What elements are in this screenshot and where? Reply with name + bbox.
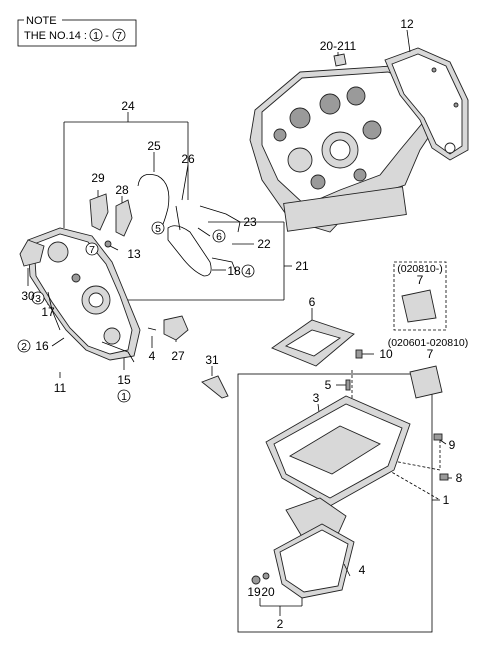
callout-7-lower: 7 <box>427 347 434 361</box>
callout-5: 5 <box>325 378 332 392</box>
circled-3: 3 <box>35 293 41 305</box>
callout-23: 23 <box>243 215 257 229</box>
timing-chain-illustration <box>137 173 241 277</box>
note-range-start: 1 <box>93 30 99 42</box>
circled-1: 1 <box>121 391 127 403</box>
callout-4-pan: 4 <box>359 563 366 577</box>
callout-3: 3 <box>313 391 320 405</box>
callout-12: 12 <box>400 17 414 31</box>
callout-4-cover: 4 <box>149 349 156 363</box>
callout-2: 2 <box>277 617 284 631</box>
callout-29: 29 <box>91 171 105 185</box>
date-label-020810: (020810-) <box>397 263 443 275</box>
callout-20-211: 20-211 <box>320 39 357 53</box>
callout-1: 1 <box>443 493 450 507</box>
leader-lines <box>27 29 452 633</box>
callout-11: 11 <box>54 381 67 395</box>
circled-6: 6 <box>216 231 222 243</box>
callout-25: 25 <box>147 139 161 153</box>
timing-cover-illustration <box>19 193 189 363</box>
callout-15: 15 <box>117 373 131 387</box>
circled-markers: 7 3 2 1 5 6 4 <box>17 221 255 403</box>
callout-28: 28 <box>115 183 129 197</box>
upper-oil-pan-illustration <box>265 395 411 507</box>
callout-7-upper: 7 <box>417 273 424 287</box>
callout-24: 24 <box>121 99 135 113</box>
oil-strainer-illustration <box>401 289 443 399</box>
engine-block-illustration <box>249 47 469 233</box>
callout-22: 22 <box>257 237 271 251</box>
oil-baffle-illustration <box>271 319 355 367</box>
callout-20: 20 <box>261 585 275 599</box>
callout-10: 10 <box>379 347 393 361</box>
callout-13: 13 <box>127 247 141 261</box>
callout-9: 9 <box>449 438 456 452</box>
callout-27: 27 <box>171 349 185 363</box>
callout-8: 8 <box>456 471 463 485</box>
callout-18: 18 <box>227 264 241 278</box>
note-header: NOTE <box>26 15 57 27</box>
callout-21: 21 <box>295 259 309 273</box>
drain-plug-part-31 <box>201 375 229 399</box>
callout-6: 6 <box>309 295 316 309</box>
circled-4: 4 <box>245 266 251 278</box>
circled-5: 5 <box>155 223 161 235</box>
callout-19: 19 <box>247 585 261 599</box>
callout-31: 31 <box>205 353 219 367</box>
circled-7-cover: 7 <box>89 244 95 256</box>
note-line-prefix: THE NO.14 : <box>24 30 87 42</box>
date-label-020601-020810: (020601-020810) <box>388 337 469 349</box>
circled-2: 2 <box>21 341 27 353</box>
note-range-end: 7 <box>116 30 122 42</box>
part-number-callouts: 12 20-211 24 25 26 29 28 23 22 18 21 13 … <box>21 17 462 631</box>
callout-16: 16 <box>35 339 49 353</box>
date-range-labels: (020810-) (020601-020810) <box>388 263 469 349</box>
lower-oil-pan-illustration <box>251 497 355 599</box>
callout-17: 17 <box>41 305 55 319</box>
callout-26: 26 <box>181 152 195 166</box>
small-bolts <box>345 349 449 481</box>
note-box: NOTE THE NO.14 : 1 - 7 <box>17 14 137 47</box>
note-range-sep: - <box>105 30 109 42</box>
callout-30: 30 <box>21 289 35 303</box>
